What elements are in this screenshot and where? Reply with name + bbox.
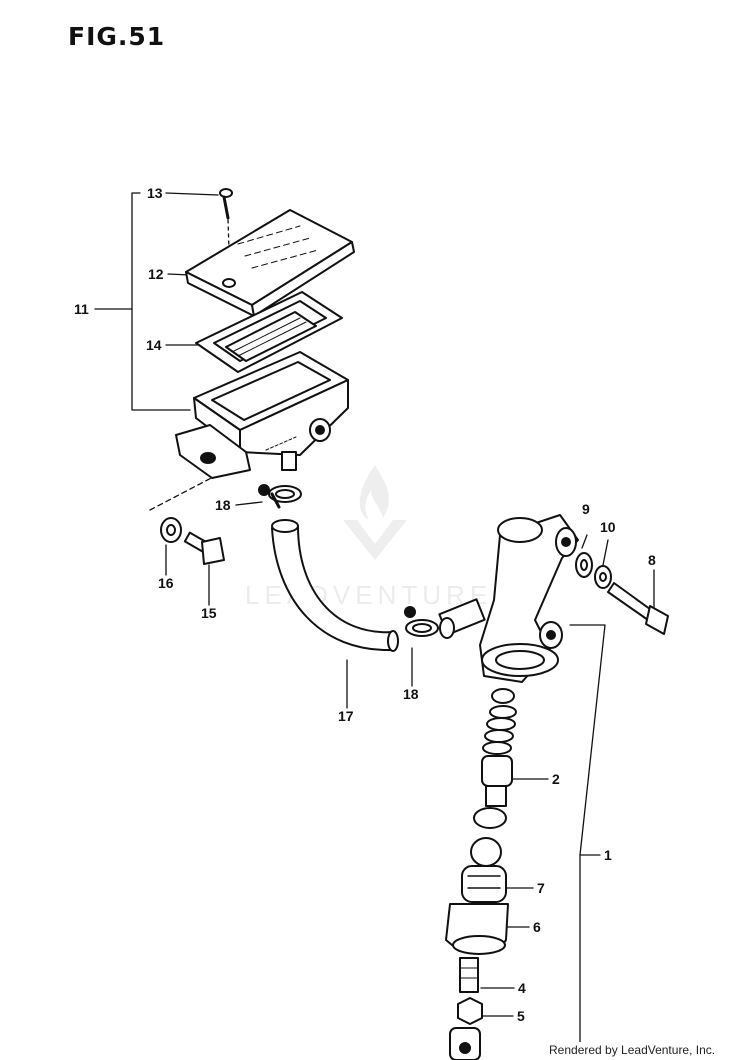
figure-title: FIG.51 bbox=[68, 22, 166, 51]
leader-lines bbox=[94, 192, 655, 1051]
callout-15: 15 bbox=[201, 605, 217, 621]
callout-18-lower: 18 bbox=[403, 686, 419, 702]
part-18-hose-clamp-lower bbox=[404, 606, 439, 637]
callout-17: 17 bbox=[338, 708, 354, 724]
leadventure-watermark-logo bbox=[343, 465, 407, 560]
callout-18-upper: 18 bbox=[215, 497, 231, 513]
callout-16: 16 bbox=[158, 575, 174, 591]
callout-6: 6 bbox=[533, 919, 541, 935]
part-5-nut bbox=[457, 997, 483, 1025]
callout-2: 2 bbox=[552, 771, 560, 787]
part-6-push-rod-holder bbox=[445, 903, 509, 955]
part-17-reservoir-hose bbox=[271, 519, 399, 652]
part-18-hose-clamp-upper bbox=[258, 484, 302, 509]
callout-4: 4 bbox=[518, 980, 526, 996]
callout-7: 7 bbox=[537, 880, 545, 896]
part-10-lock-washer bbox=[594, 565, 612, 589]
part-2-piston-assembly bbox=[473, 688, 517, 829]
callout-14: 14 bbox=[146, 337, 162, 353]
callout-8: 8 bbox=[648, 552, 656, 568]
callout-5: 5 bbox=[517, 1008, 525, 1024]
part-16-washer bbox=[160, 517, 182, 543]
part-7-boot bbox=[461, 837, 507, 903]
render-credit: Rendered by LeadVenture, Inc. bbox=[547, 1042, 718, 1058]
part-12-reservoir-cap bbox=[185, 209, 355, 317]
part-15-bolt bbox=[183, 531, 225, 565]
callout-12: 12 bbox=[148, 266, 164, 282]
part-9-washer bbox=[575, 552, 593, 578]
part-8-pivot-bolt bbox=[607, 582, 669, 635]
callout-9: 9 bbox=[582, 501, 590, 517]
callout-11: 11 bbox=[74, 301, 89, 317]
callout-10: 10 bbox=[600, 519, 616, 535]
part-14-diaphragm bbox=[195, 291, 343, 373]
callout-1: 1 bbox=[604, 847, 612, 863]
part-clevis bbox=[449, 1027, 481, 1060]
part-1-master-cylinder bbox=[438, 514, 579, 683]
callout-13: 13 bbox=[147, 185, 163, 201]
part-4-rod-end bbox=[459, 957, 479, 993]
part-11-reservoir-body bbox=[175, 351, 349, 479]
